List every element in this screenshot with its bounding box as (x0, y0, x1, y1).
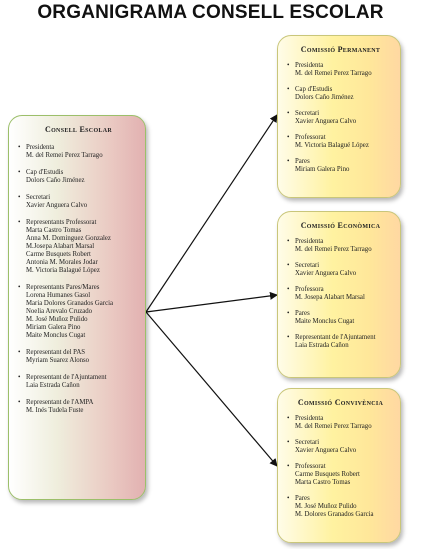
role-label: Representant de l'Ajuntament (295, 334, 376, 341)
role-label: Pares (295, 310, 310, 317)
member-name: Noelia Arevalo Cruzado (26, 308, 93, 315)
member-name: Myriam Suarez Alonso (26, 357, 90, 364)
member-name: M. Victoria Balagué López (295, 142, 369, 149)
member-name: Maite Monclus Cugat (295, 318, 355, 325)
member-name: Xavier Anguera Calvo (295, 270, 357, 277)
member-name: Dolors Caño Jiménez (26, 177, 85, 184)
role-label: Presidenta (295, 62, 324, 69)
role-label: Professorat (295, 463, 326, 470)
role-label: Pares (295, 495, 310, 502)
member-name: Maite Monclus Cugat (26, 332, 86, 339)
member-name: M. Dolores Granados Garcia (295, 511, 374, 518)
role-label: Cap d'Estudis (26, 169, 64, 176)
role-label: Presidenta (295, 238, 324, 245)
box-title: Comissió Convivència (297, 398, 384, 407)
member-name: Carme Busquets Robert (26, 251, 91, 258)
arrow-to-permanent (145, 114, 278, 313)
box-title: Comissió Econòmica (300, 221, 381, 230)
member-name: Dolors Caño Jiménez (295, 94, 354, 101)
member-name: Laia Estrada Cañon (295, 342, 349, 349)
member-name: M. del Remei Perez Tarrago (295, 70, 372, 77)
role-label: Representants Professorat (26, 219, 97, 226)
role-label: Professora (295, 286, 324, 293)
role-label: Secretari (295, 262, 320, 269)
member-name: M. Josepa Alabart Marsal (295, 294, 365, 301)
role-label: Secretari (295, 110, 320, 117)
member-name: Xavier Anguera Calvo (295, 447, 357, 454)
member-name: M. José Muñoz Pulido (295, 503, 357, 510)
member-name: Miriam Galera Pino (295, 166, 350, 173)
role-label: Presidenta (26, 144, 55, 151)
member-name: Xavier Anguera Calvo (26, 202, 88, 209)
member-name: M.Josepa Alabart Marsal (26, 243, 95, 250)
member-name: Xavier Anguera Calvo (295, 118, 357, 125)
member-name: M. del Remei Perez Tarrago (295, 246, 372, 253)
page-title: ORGANIGRAMA CONSELL ESCOLAR (37, 2, 384, 23)
arrow-to-convivencia (145, 311, 278, 467)
member-name: Marta Castro Tomas (295, 479, 351, 486)
role-label: Pares (295, 158, 310, 165)
role-label: Representant de l'AMPA (26, 399, 94, 406)
member-name: Carme Busquets Robert (295, 471, 360, 478)
role-label: Cap d'Estudis (295, 86, 333, 93)
box-title: Comissió Permanent (300, 45, 381, 54)
role-label: Representant del PAS (26, 349, 86, 356)
arrow-to-economica (145, 291, 278, 313)
member-name: M. José Muñoz Pulido (26, 316, 88, 323)
role-label: Presidenta (295, 415, 324, 422)
member-name: Antonia M. Morales Jodar (26, 259, 98, 266)
member-name: Miriam Galera Pino (26, 324, 81, 331)
role-label: Representants Pares/Mares (26, 284, 100, 291)
box-title: Consell Escolar (45, 125, 112, 134)
role-label: Secretari (26, 194, 51, 201)
member-name: Laia Estrada Cañon (26, 382, 80, 389)
member-name: Marta Castro Tomas (26, 227, 82, 234)
role-label: Secretari (295, 439, 320, 446)
member-name: M. Victoria Balagué López (26, 267, 100, 274)
role-label: Professorat (295, 134, 326, 141)
role-label: Representant de l'Ajuntament (26, 374, 107, 381)
member-name: Maria Dolores Granados Garcia (26, 300, 114, 307)
member-name: M. Inés Tudela Fuste (26, 407, 84, 414)
member-name: M. del Remei Perez Tarrago (295, 423, 372, 430)
member-name: Anna M. Dominguez Gonzalez (26, 235, 111, 242)
member-name: M. del Remei Perez Tarrago (26, 152, 103, 159)
member-name: Lorena Humanes Gasol (26, 292, 91, 299)
